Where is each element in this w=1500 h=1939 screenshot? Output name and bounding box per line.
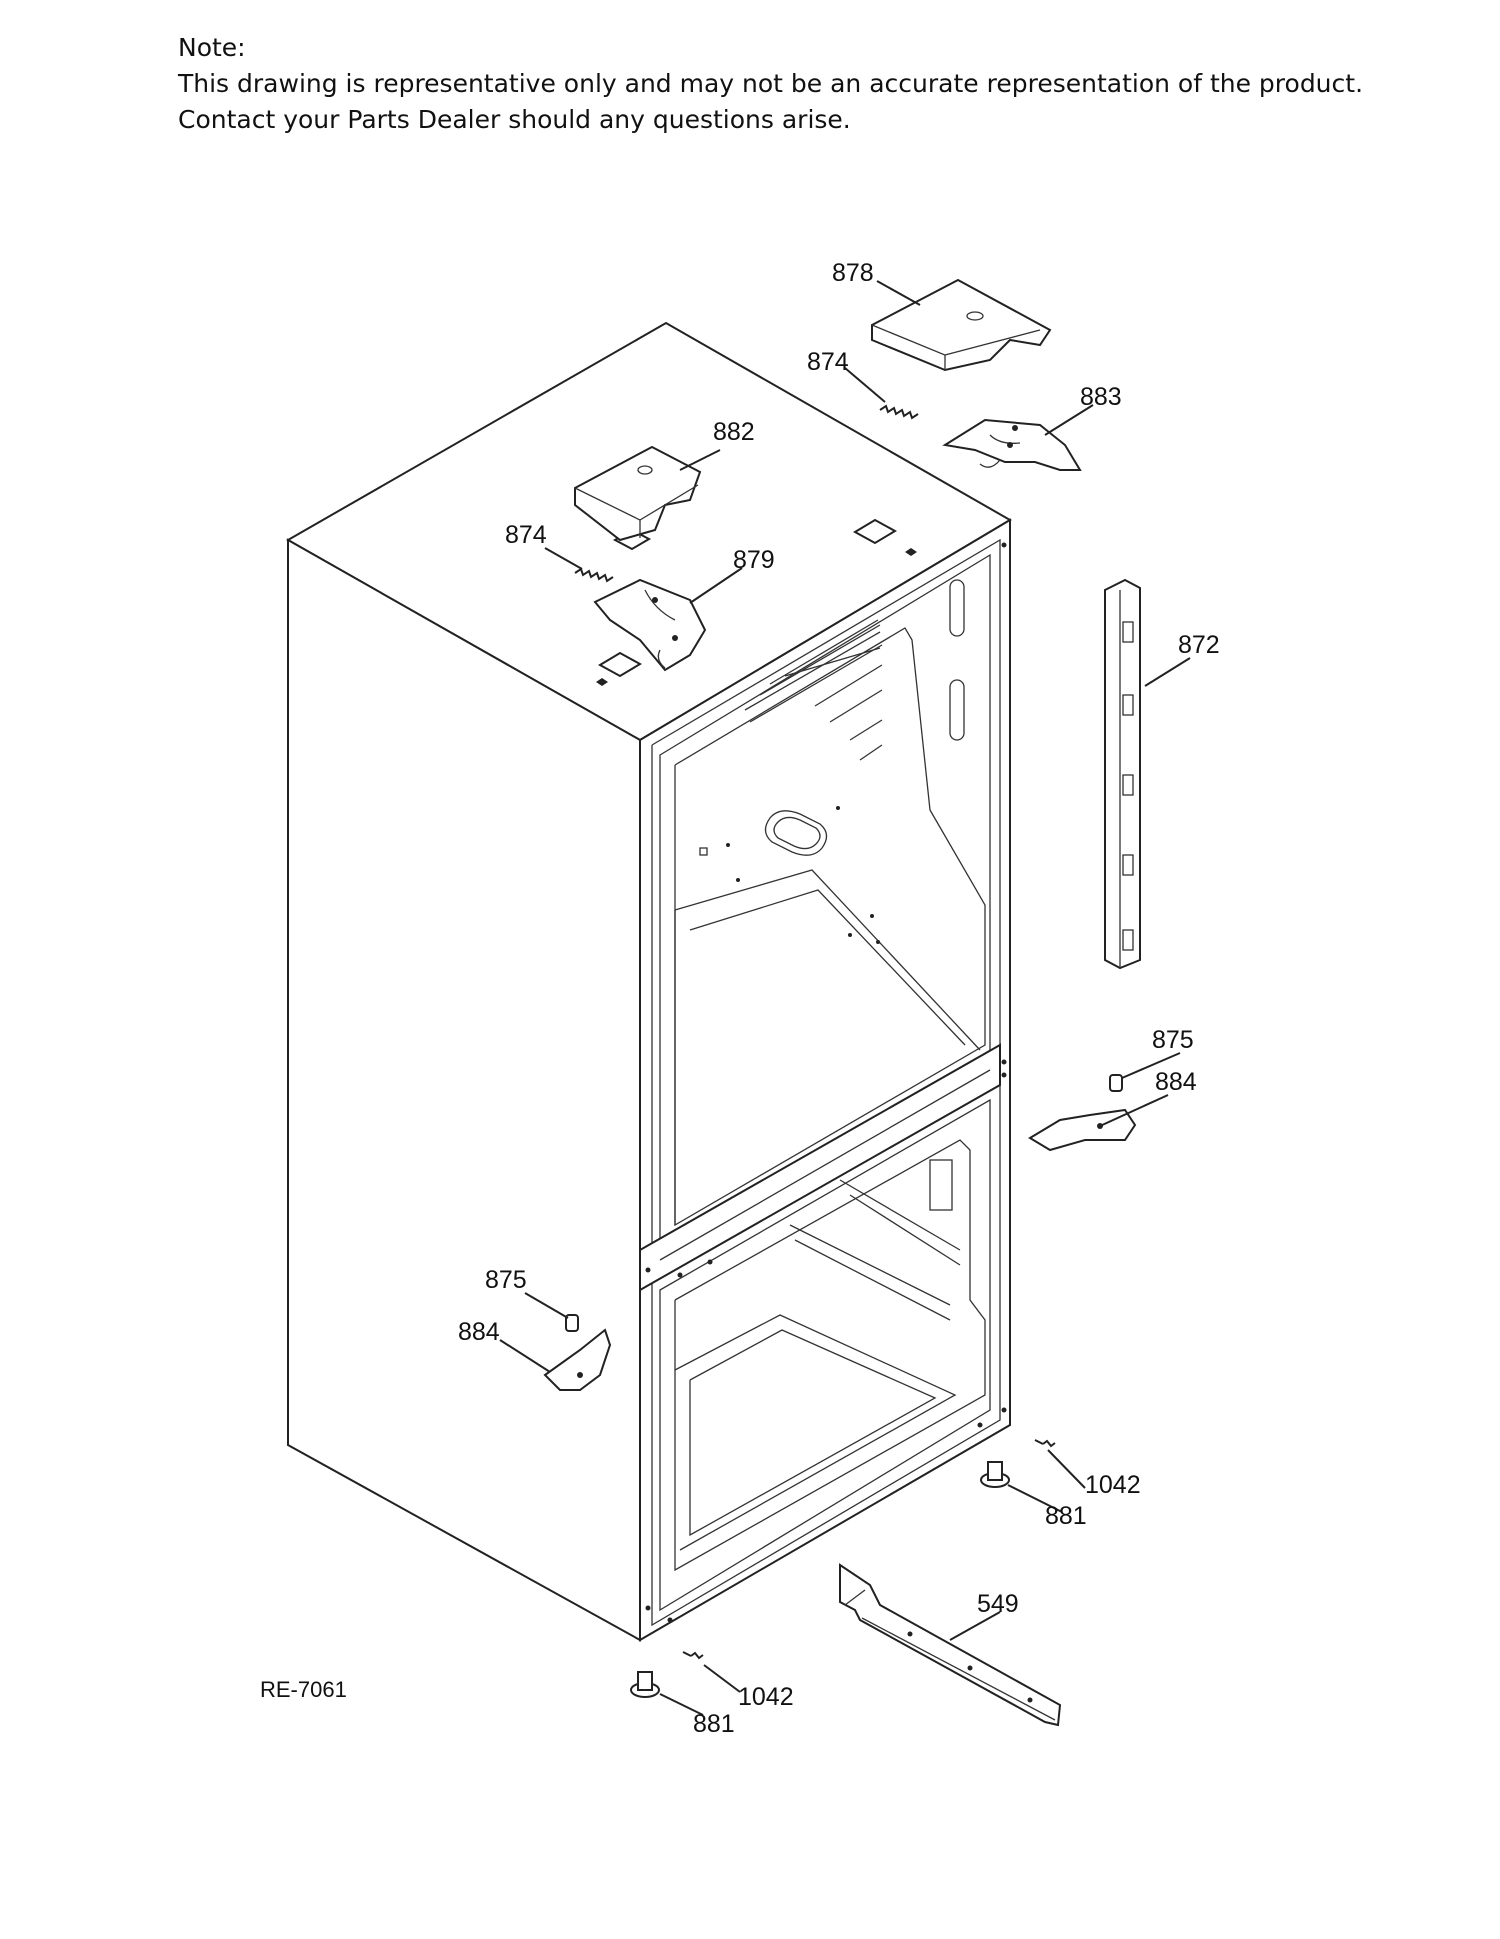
leveling-leg-right — [980, 1461, 1010, 1488]
hinge-cover-left — [574, 445, 702, 542]
note-line-1: This drawing is representative only and … — [178, 69, 1364, 98]
callout-874-right: 874 — [807, 348, 849, 376]
top-hinge-left — [593, 578, 707, 672]
leveling-leg-left — [630, 1671, 660, 1698]
flange-screws — [645, 542, 1007, 1623]
hinge-spring-left — [574, 567, 614, 583]
callout-875-right: 875 — [1152, 1026, 1194, 1054]
callout-872: 872 — [1178, 631, 1220, 659]
callout-1042-left: 1042 — [738, 1683, 794, 1711]
callout-881-right: 881 — [1045, 1502, 1087, 1530]
base-bracket — [839, 1563, 1062, 1727]
disclaimer-note: Note: This drawing is representative onl… — [178, 30, 1363, 138]
callout-881-left: 881 — [693, 1710, 735, 1738]
leveling-screw-right — [1034, 1439, 1056, 1448]
leveling-screw-left — [682, 1651, 704, 1660]
vent-oval — [764, 810, 828, 856]
refrigerator-cabinet — [285, 321, 1012, 1642]
cabinet-front — [639, 518, 1011, 1642]
diagram-code: RE-7061 — [260, 1677, 347, 1702]
callout-874-left: 874 — [505, 521, 547, 549]
callout-882: 882 — [713, 418, 755, 446]
air-louvres — [744, 619, 883, 761]
callout-1042-right: 1042 — [1085, 1471, 1141, 1499]
callout-884-right: 884 — [1155, 1068, 1197, 1096]
hinge-pin-right — [1109, 1074, 1123, 1092]
callout-879: 879 — [733, 546, 775, 574]
callout-875-left: 875 — [485, 1266, 527, 1294]
callout-549: 549 — [977, 1590, 1019, 1618]
leader-lines — [499, 280, 1191, 1716]
top-hinge-right — [942, 418, 1082, 471]
callout-883: 883 — [1080, 383, 1122, 411]
hinge-pin-left — [565, 1314, 579, 1332]
center-hinge-left — [543, 1328, 612, 1391]
center-hinge-right — [1028, 1108, 1137, 1152]
note-line-2: Contact your Parts Dealer should any que… — [178, 105, 851, 134]
note-title: Note: — [178, 33, 246, 62]
center-hinge-rail — [1104, 578, 1141, 970]
hinge-spring-right — [879, 404, 919, 420]
callout-labels: 878 874 883 882 874 879 872 875 884 875 … — [260, 259, 1220, 1738]
callout-878: 878 — [832, 259, 874, 287]
callout-884-left: 884 — [458, 1318, 500, 1346]
